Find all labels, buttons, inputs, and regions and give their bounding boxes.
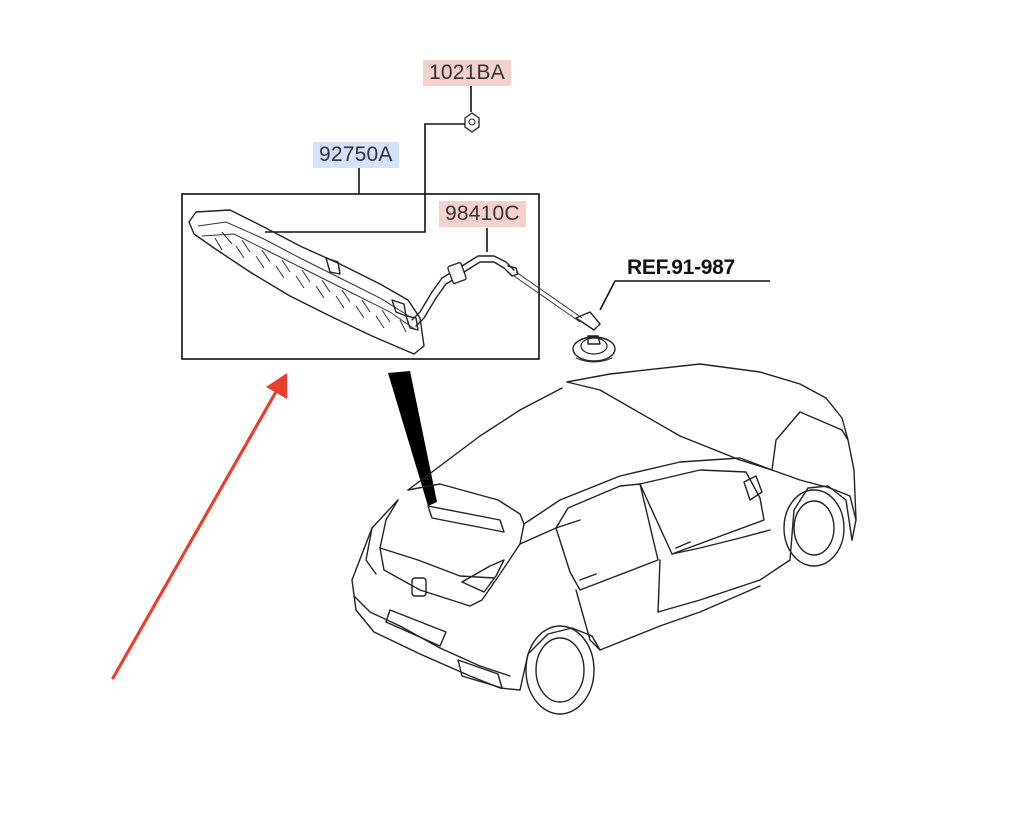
nut-icon xyxy=(464,112,480,133)
ref-label[interactable]: REF.91-987 xyxy=(627,256,735,279)
red-arrow xyxy=(111,373,287,680)
leader-lines xyxy=(265,86,770,311)
grommet-icon xyxy=(572,311,616,363)
part-label-98410c[interactable]: 98410C xyxy=(439,201,526,227)
part-label-1021ba[interactable]: 1021BA xyxy=(423,60,511,86)
part-detail-box xyxy=(181,193,540,360)
callout-wedge xyxy=(388,371,437,506)
part-label-92750a[interactable]: 92750A xyxy=(313,142,399,168)
wiring-icon xyxy=(411,255,583,327)
car-illustration xyxy=(351,363,857,715)
stop-lamp-icon xyxy=(188,209,425,355)
lamp-led-segments xyxy=(214,231,407,333)
